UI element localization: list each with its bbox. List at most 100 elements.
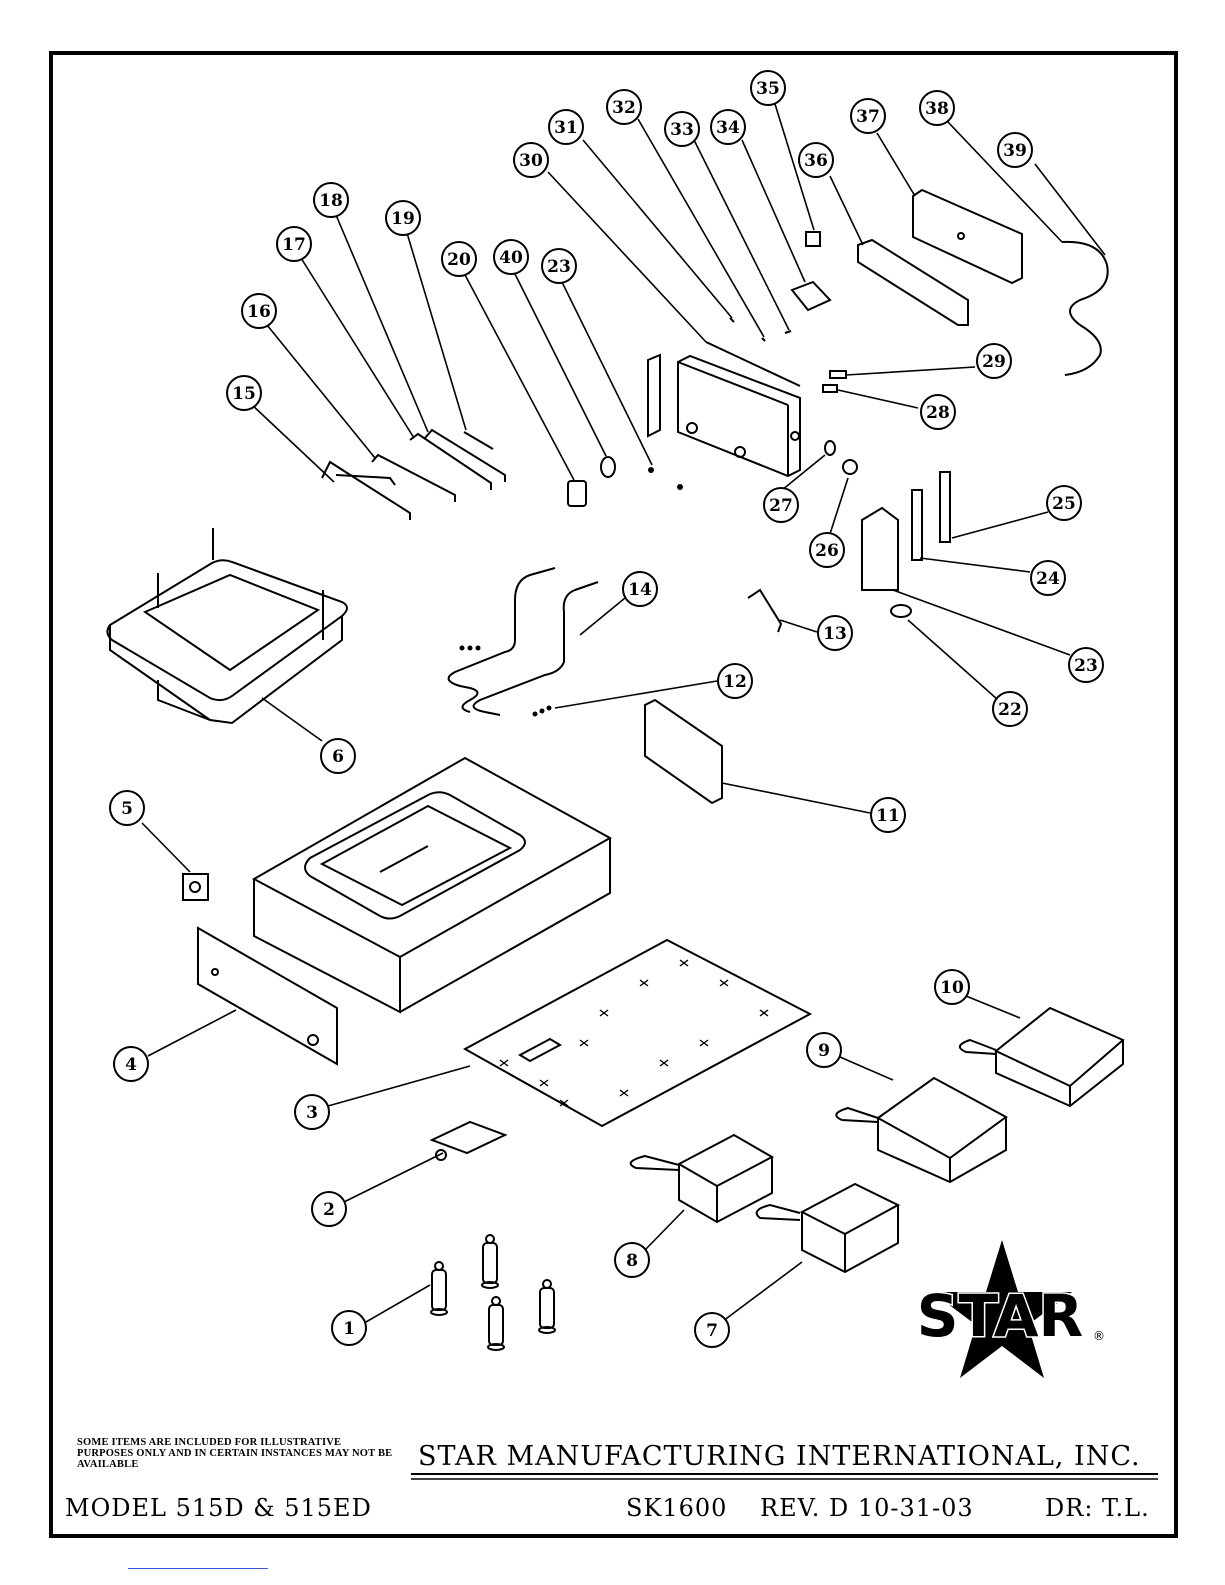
switch-drawing <box>182 873 209 901</box>
rod-drawing <box>747 588 783 633</box>
cover-plate-37-drawing <box>912 188 1023 285</box>
callout-33: 33 <box>664 111 700 147</box>
gasket-36-drawing <box>857 238 969 326</box>
svg-text:7: 7 <box>706 1321 718 1341</box>
svg-text:32: 32 <box>612 98 636 118</box>
drawing-frame <box>49 51 1178 1538</box>
svg-text:17: 17 <box>282 235 306 255</box>
svg-text:35: 35 <box>756 79 780 99</box>
svg-text:30: 30 <box>519 151 543 171</box>
callout-3: 3 <box>294 1094 330 1130</box>
dial-40-drawing <box>600 456 616 478</box>
svg-text:10: 10 <box>940 978 964 998</box>
svg-text:16: 16 <box>247 302 271 322</box>
leader-lines <box>141 103 1106 1328</box>
svg-text:8: 8 <box>626 1251 638 1271</box>
callout-20: 20 <box>441 241 477 277</box>
svg-text:15: 15 <box>232 384 256 404</box>
svg-text:2: 2 <box>323 1200 335 1220</box>
callout-22: 22 <box>992 691 1028 727</box>
callout-38: 38 <box>919 90 955 126</box>
callout-19: 19 <box>385 200 421 236</box>
callout-13: 13 <box>817 615 853 651</box>
callout-29: 29 <box>976 343 1012 379</box>
callout-30: 30 <box>513 142 549 178</box>
svg-text:14: 14 <box>628 580 652 600</box>
revision: REV. D 10-31-03 <box>760 1494 974 1522</box>
callout-34: 34 <box>710 109 746 145</box>
callout-25: 25 <box>1046 485 1082 521</box>
svg-text:18: 18 <box>319 191 343 211</box>
svg-text:27: 27 <box>769 496 793 516</box>
svg-text:31: 31 <box>554 118 578 138</box>
front-panel-drawing <box>197 926 338 1066</box>
svg-text:23: 23 <box>547 257 571 277</box>
callout-26: 26 <box>809 532 845 568</box>
bracket-18-drawing <box>424 428 506 482</box>
callout-5: 5 <box>109 790 145 826</box>
pin-32-drawing <box>761 337 766 342</box>
callout-balloons: 1 2 3 4 5 6 7 8 9 10 11 12 13 14 15 16 1… <box>109 70 1104 1348</box>
star-logo: STAR ® <box>915 1240 1105 1378</box>
callout-8: 8 <box>614 1242 650 1278</box>
callout-11: 11 <box>870 797 906 833</box>
callout-24: 24 <box>1030 560 1066 596</box>
basket-9-drawing <box>835 1076 1008 1184</box>
callout-28: 28 <box>920 394 956 430</box>
callout-1: 1 <box>331 1310 367 1346</box>
svg-text:37: 37 <box>856 107 880 127</box>
callout-6: 6 <box>320 738 356 774</box>
callout-12: 12 <box>717 663 753 699</box>
svg-text:13: 13 <box>823 624 847 644</box>
svg-text:6: 6 <box>332 747 344 767</box>
plate-25-drawing <box>939 471 951 543</box>
basket-8-drawing <box>629 1133 775 1224</box>
callout-15: 15 <box>226 375 262 411</box>
basket-7-drawing <box>755 1182 901 1274</box>
svg-text:22: 22 <box>998 700 1022 720</box>
bottom-panel-drawing <box>462 938 813 1128</box>
pin-33-drawing <box>784 330 792 334</box>
callout-9: 9 <box>806 1032 842 1068</box>
callout-40: 40 <box>493 239 529 275</box>
basket-10-drawing <box>959 1006 1125 1108</box>
svg-text:12: 12 <box>723 672 747 692</box>
drafter: DR: T.L. <box>1045 1494 1150 1522</box>
callout-32: 32 <box>606 89 642 125</box>
callout-7: 7 <box>694 1312 730 1348</box>
cover-23-drawing <box>861 506 899 591</box>
plug-29-drawing <box>829 370 847 379</box>
svg-text:28: 28 <box>926 403 950 423</box>
page-footer-line <box>128 1558 268 1569</box>
svg-text:20: 20 <box>447 250 471 270</box>
knob-22-drawing <box>890 604 912 618</box>
nut-26-drawing <box>842 459 858 475</box>
svg-text:36: 36 <box>804 151 828 171</box>
svg-text:39: 39 <box>1003 141 1027 161</box>
callout-23-lower: 23 <box>1068 647 1104 683</box>
knob-20-drawing <box>567 480 587 507</box>
svg-text:24: 24 <box>1036 569 1060 589</box>
svg-text:34: 34 <box>716 118 740 138</box>
washer-27-drawing <box>824 440 836 456</box>
svg-text:1: 1 <box>343 1319 355 1339</box>
legs-drawing <box>430 1234 556 1351</box>
bracket-15-drawing <box>321 460 411 520</box>
rod-19-drawing <box>463 431 494 450</box>
heating-elements-drawing <box>447 567 599 716</box>
svg-text:33: 33 <box>670 120 694 140</box>
svg-text:19: 19 <box>391 209 415 229</box>
drawing-number: SK1600 <box>626 1494 728 1522</box>
control-housing-drawing <box>647 353 801 478</box>
callout-18: 18 <box>313 182 349 218</box>
svg-text:11: 11 <box>876 806 900 826</box>
switch-35-drawing <box>805 231 821 247</box>
box-34-drawing <box>790 280 832 312</box>
callout-35: 35 <box>750 70 786 106</box>
svg-text:38: 38 <box>925 99 949 119</box>
svg-text:26: 26 <box>815 541 839 561</box>
fastener-dots <box>459 467 683 717</box>
plug-28-drawing <box>822 384 838 393</box>
fry-pot-drawing <box>106 528 348 725</box>
